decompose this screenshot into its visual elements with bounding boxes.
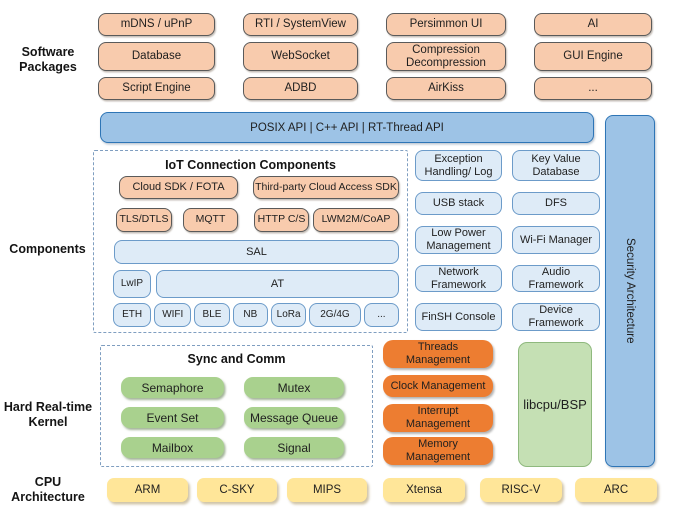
kernel-memory-management: Memory Management	[383, 437, 493, 465]
kernel-mailbox: Mailbox	[121, 437, 224, 458]
iot-phys-row: ETH WIFI BLE NB LoRa 2G/4G ...	[113, 303, 400, 327]
package-persimmon-ui: Persimmon UI	[386, 13, 506, 36]
package-mdns-upnp: mDNS / uPnP	[98, 13, 215, 36]
section-label-components: Components	[9, 242, 86, 256]
software-packages-grid: mDNS / uPnP RTI / SystemView Persimmon U…	[98, 13, 652, 100]
component-exception-handling-log: Exception Handling/ Log	[415, 150, 502, 181]
package-websocket: WebSocket	[243, 42, 358, 71]
iot-lwip: LwIP	[113, 270, 151, 298]
security-architecture-bar: Security Architecture	[605, 115, 655, 467]
iot-phy-nb: NB	[232, 303, 268, 327]
package-adbd: ADBD	[243, 77, 358, 100]
component-finsh-console: FinSH Console	[415, 303, 502, 331]
sync-group-title: Sync and Comm	[187, 352, 286, 366]
component-low-power-management: Low Power Management	[415, 226, 502, 254]
iot-at-layer: AT	[156, 270, 399, 298]
iot-http-cs: HTTP C/S	[254, 208, 309, 232]
kernel-mutex: Mutex	[244, 377, 344, 398]
package-ai: AI	[534, 13, 652, 36]
component-network-framework: Network Framework	[415, 265, 502, 292]
package-rti-systemview: RTI / SystemView	[243, 13, 358, 36]
cpu-arm: ARM	[107, 478, 188, 502]
iot-phy-eth: ETH	[113, 303, 152, 327]
kernel-message-queue: Message Queue	[244, 407, 344, 428]
iot-third-party-cloud-sdk: Third-party Cloud Access SDK	[253, 176, 399, 199]
package-gui-engine: GUI Engine	[534, 42, 652, 71]
kernel-semaphore: Semaphore	[121, 377, 224, 398]
component-audio-framework: Audio Framework	[512, 265, 600, 292]
iot-sal-layer: SAL	[114, 240, 399, 264]
section-label-software-packages: Software Packages	[19, 45, 77, 74]
iot-phy-2g4g: 2G/4G	[309, 303, 361, 327]
iot-mqtt: MQTT	[183, 208, 238, 232]
kernel-libcpu-bsp: libcpu/BSP	[518, 342, 592, 467]
sync-and-comm-group: Sync and Comm Semaphore Mutex Event Set …	[100, 345, 373, 467]
kernel-threads-management: Threads Management	[383, 340, 493, 368]
iot-phy-ble: BLE	[194, 303, 230, 327]
package-database: Database	[98, 42, 215, 71]
iot-phy-more: ...	[363, 303, 400, 327]
cpu-c-sky: C-SKY	[197, 478, 277, 502]
component-device-framework: Device Framework	[512, 303, 600, 331]
component-key-value-database: Key Value Database	[512, 150, 600, 181]
kernel-signal: Signal	[244, 437, 344, 458]
cpu-xtensa: Xtensa	[383, 478, 465, 502]
package-compression-decompression: Compression Decompression	[386, 42, 506, 71]
kernel-interrupt-management: Interrupt Management	[383, 404, 493, 432]
iot-tls-dtls: TLS/DTLS	[116, 208, 172, 232]
iot-phy-lora: LoRa	[270, 303, 307, 327]
section-label-cpu-architecture: CPU Architecture	[11, 475, 85, 504]
iot-lwm2m-coap: LWM2M/CoAP	[313, 208, 399, 232]
components-right-grid: Exception Handling/ Log Key Value Databa…	[415, 150, 600, 331]
iot-group-title: IoT Connection Components	[165, 158, 336, 172]
iot-cloud-sdk-fota: Cloud SDK / FOTA	[119, 176, 238, 199]
section-label-kernel: Hard Real-time Kernel	[3, 400, 93, 429]
kernel-event-set: Event Set	[121, 407, 224, 428]
cpu-arc: ARC	[575, 478, 657, 502]
component-wifi-manager: Wi-Fi Manager	[512, 226, 600, 254]
iot-phy-wifi: WIFI	[154, 303, 192, 327]
cpu-risc-v: RISC-V	[480, 478, 562, 502]
sync-grid: Semaphore Mutex Event Set Message Queue …	[121, 377, 344, 458]
package-more: ...	[534, 77, 652, 100]
iot-connection-components-group: IoT Connection Components Cloud SDK / FO…	[93, 150, 408, 333]
kernel-clock-management: Clock Management	[383, 375, 493, 397]
api-bar: POSIX API | C++ API | RT-Thread API	[100, 112, 594, 143]
cpu-mips: MIPS	[287, 478, 367, 502]
component-usb-stack: USB stack	[415, 192, 502, 215]
component-dfs: DFS	[512, 192, 600, 215]
package-airkiss: AirKiss	[386, 77, 506, 100]
package-script-engine: Script Engine	[98, 77, 215, 100]
